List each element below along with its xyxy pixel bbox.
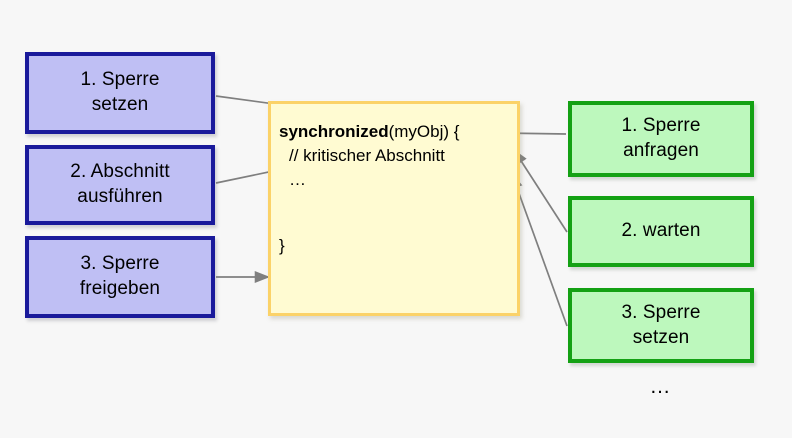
code-line-ellipsis: … — [289, 170, 306, 190]
code-line-comment: // kritischer Abschnitt — [289, 146, 445, 166]
step-box-line2: freigeben — [79, 278, 161, 299]
jvm-box-line1: 3. Sperre — [621, 301, 701, 323]
step-box-line1: 1. Sperre — [80, 69, 160, 91]
code-line-synchronized-rest: (myObj) { — [388, 122, 460, 141]
step-box-line1: 2. Abschnitt — [70, 161, 170, 183]
code-line-synchronized: synchronized(myObj) { — [279, 120, 517, 144]
arrow-green2-to-code — [513, 149, 568, 233]
jvm-box-lock-set[interactable]: 3. Sperre setzen — [568, 288, 754, 363]
code-keyword: synchronized — [279, 122, 389, 141]
arrow-green3-to-code — [511, 173, 568, 327]
step-box-line2: ausführen — [77, 186, 163, 207]
jvm-box-line2: setzen — [632, 326, 690, 348]
step-box-lock-acquire[interactable]: 1. Sperre setzen — [25, 52, 215, 134]
code-block: synchronized(myObj) { // kritischer Absc… — [268, 101, 520, 316]
jvm-column-ellipsis: … — [649, 375, 673, 398]
step-box-line2: setzen — [91, 94, 149, 115]
step-box-line1: 3. Sperre — [80, 253, 160, 275]
step-box-execute-section[interactable]: 2. Abschnitt ausführen — [25, 145, 215, 225]
code-line-closing-brace: } — [279, 236, 285, 256]
jvm-box-line1: 2. warten — [621, 220, 701, 242]
jvm-box-lock-request[interactable]: 1. Sperre anfragen — [568, 101, 754, 177]
step-box-lock-release[interactable]: 3. Sperre freigeben — [25, 236, 215, 318]
jvm-box-wait[interactable]: 2. warten — [568, 196, 754, 267]
jvm-box-line2: anfragen — [623, 140, 699, 161]
jvm-box-line1: 1. Sperre — [621, 115, 701, 137]
